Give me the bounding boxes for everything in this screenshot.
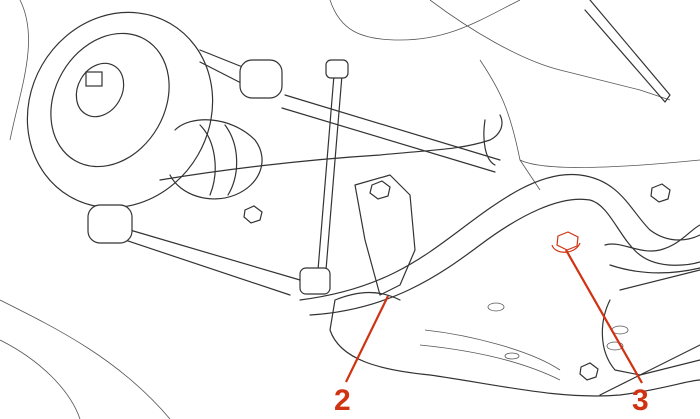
subframe: [329, 291, 700, 397]
bracket: [354, 174, 416, 296]
callout-label-3: 3: [632, 384, 649, 417]
callout-label-2: 2: [334, 384, 351, 417]
stabilizer-bar: [299, 173, 700, 316]
lower-arm: [124, 229, 301, 296]
leader-line-3: [565, 249, 643, 384]
wire-harness: [159, 114, 503, 181]
bolt: [579, 362, 599, 381]
panel-edge: [584, 0, 671, 103]
body-outline: [0, 0, 671, 419]
cv-boot: [169, 119, 263, 200]
upper-arm: [199, 49, 501, 173]
bolt-highlighted-icon: [551, 231, 581, 253]
stabilizer-link: [317, 74, 343, 271]
leader-line-2: [345, 295, 389, 383]
